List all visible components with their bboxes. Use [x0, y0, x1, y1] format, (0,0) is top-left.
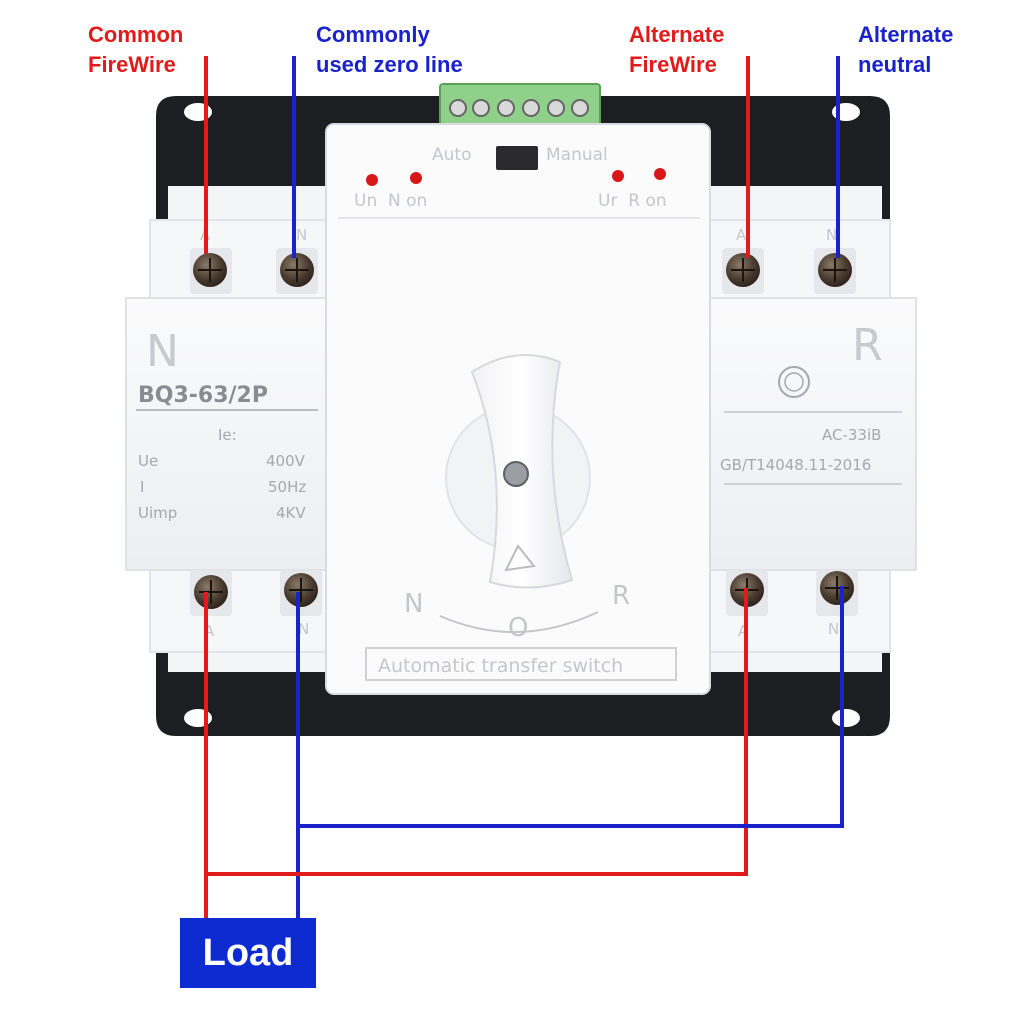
terminal-screw-icon: [816, 570, 858, 616]
load-label: Load: [202, 931, 294, 974]
handle-arrow-icon: [504, 544, 536, 572]
handle-screw-icon: [503, 461, 529, 487]
spec-uimp-value: 4KV: [276, 504, 306, 522]
dial-arc-arrow-icon: [439, 611, 599, 634]
label-alternate-neutral-line1: Alternate: [858, 22, 954, 47]
terminal-screw-icon: [190, 570, 232, 616]
label-alternate-firewire-line2: FireWire: [629, 52, 717, 77]
indicator-light-r-on: [654, 168, 666, 180]
model-label: BQ3-63/2P: [138, 383, 268, 408]
dial-position-n: N: [404, 589, 423, 619]
terminal-screw-icon: [190, 248, 232, 294]
control-terminal-screws: [449, 99, 589, 117]
label-common-firewire-line1: Common: [88, 22, 184, 47]
mode-manual-label: Manual: [546, 145, 608, 165]
indicator-left-label: Un N on: [354, 191, 427, 211]
terminal-bottom-a-right: A: [738, 622, 749, 640]
label-alternate-firewire: Alternate FireWire: [629, 20, 724, 80]
terminal-top-a-right: A: [736, 226, 747, 244]
dial-position-r: R: [612, 581, 630, 611]
wire-alt-live-return: [204, 588, 748, 876]
label-alternate-neutral-line2: neutral: [858, 52, 932, 77]
module-right: [707, 297, 917, 571]
label-common-zero-line1: Commonly: [316, 22, 430, 47]
module-left: [125, 297, 331, 571]
terminal-top-n-left: N: [296, 226, 307, 244]
terminal-screw-icon: [276, 248, 318, 294]
spec-ue-name: Ue: [138, 452, 158, 470]
mode-switch[interactable]: [496, 146, 538, 170]
module-right-letter: R: [852, 320, 883, 371]
terminal-top-n-right: N: [826, 226, 837, 244]
ccc-mark-icon: [778, 366, 810, 398]
terminal-bottom-n-right: N: [828, 620, 839, 638]
dial-position-o: O: [508, 613, 528, 643]
ie-label: Ie:: [218, 426, 237, 444]
label-common-firewire: Common FireWire: [88, 20, 183, 80]
module-left-letter: N: [146, 326, 179, 377]
wiring: [204, 56, 844, 920]
indicator-right-label: Ur R on: [598, 191, 667, 211]
nameplate-box: [365, 647, 677, 681]
terminal-screw-icon: [814, 248, 856, 294]
indicator-light-n-on: [410, 172, 422, 184]
label-alternate-neutral: Alternate neutral: [858, 20, 953, 80]
terminal-bottom-n-left: N: [298, 620, 309, 638]
spec-ue-value: 400V: [266, 452, 306, 470]
label-common-firewire-line2: FireWire: [88, 52, 176, 77]
indicator-light-ur: [612, 170, 624, 182]
label-alternate-firewire-line1: Alternate: [629, 22, 725, 47]
terminal-screw-icon: [722, 248, 764, 294]
terminal-bottom-a-left: A: [204, 622, 215, 640]
wire-alt-neutral-return: [296, 586, 844, 828]
label-common-zero-line: Commonly used zero line: [316, 20, 463, 80]
nameplate-label: Automatic transfer switch: [378, 655, 623, 677]
spec-i-name: I: [140, 478, 144, 496]
mount-hole-bottom-right: [832, 709, 860, 727]
terminal-screw-icon: [280, 570, 322, 616]
label-common-zero-line2: used zero line: [316, 52, 463, 77]
standard-label: GB/T14048.11-2016: [720, 456, 871, 474]
load-box: Load: [180, 918, 316, 988]
spec-i-value: 50Hz: [268, 478, 306, 496]
indicator-light-un: [366, 174, 378, 186]
category-label: AC-33iB: [822, 426, 881, 444]
spec-uimp-name: Uimp: [138, 504, 177, 522]
mode-auto-label: Auto: [432, 145, 471, 165]
